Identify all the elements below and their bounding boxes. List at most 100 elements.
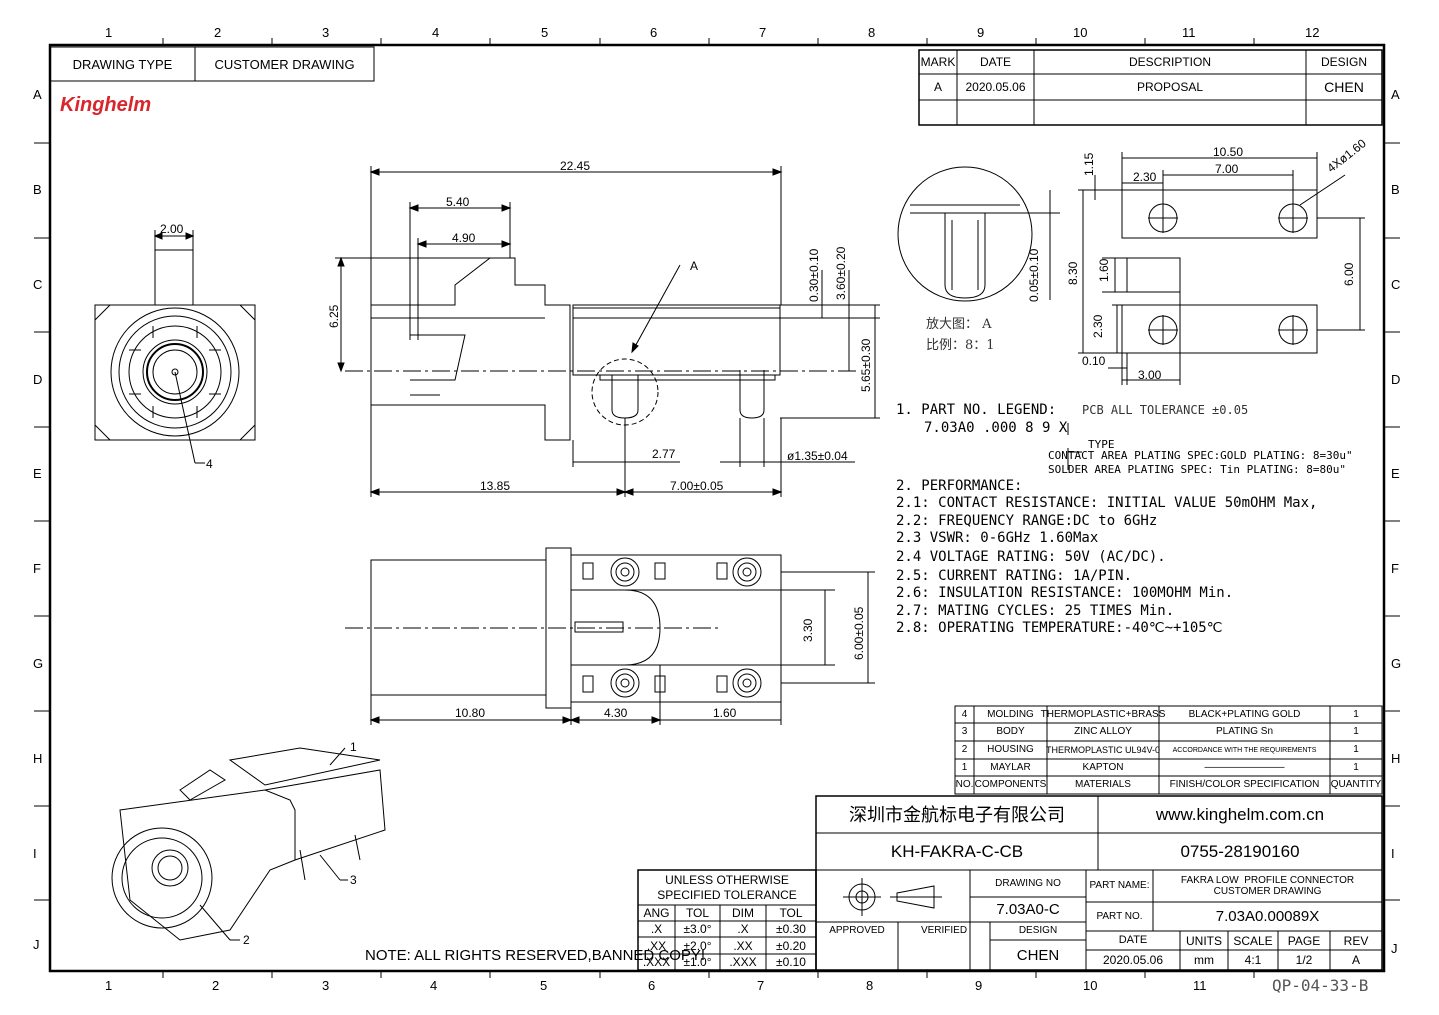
bom-3-material: ZINC ALLOY — [1074, 726, 1132, 737]
grid-col-5: 5 — [541, 25, 549, 40]
grid-col-3: 3 — [322, 25, 330, 40]
grid-col-12: 12 — [1305, 25, 1320, 40]
bom-1-qty: 1 — [1353, 761, 1359, 773]
dim-top-l1: 10.80 — [455, 706, 486, 720]
dim-pcb-h-total: 8.30 — [1066, 261, 1080, 285]
part-name-label: PART NAME: — [1089, 880, 1150, 891]
tol-row-2-angtol: ±2.0° — [683, 938, 712, 953]
iso-callout-1: 1 — [350, 740, 357, 754]
tolerance-title-2: SPECIFIED TOLERANCE — [657, 888, 797, 902]
iso-callout-3: 3 — [350, 873, 357, 887]
rev-row-mark: A — [933, 80, 942, 94]
grid-col-11-bottom: 11 — [1193, 978, 1207, 993]
dim-pcb-left: 2.30 — [1133, 170, 1157, 184]
tol-row-2-dimtol: ±0.20 — [776, 938, 806, 953]
company-name-cn: 深圳市金航标电子有限公司 — [849, 804, 1065, 825]
rev-row-description: PROPOSAL — [1136, 80, 1204, 94]
grid-col-2: 2 — [214, 25, 222, 40]
scale-label: SCALE — [1233, 933, 1273, 948]
grid-row-e: E — [33, 466, 42, 481]
grid-row-b: B — [33, 182, 42, 197]
dim-side-total: 22.45 — [560, 159, 591, 173]
verified-label: VERIFIED — [920, 925, 968, 936]
rev-header-date: DATE — [979, 55, 1012, 69]
part-code: 7.03A0 .000 8 9 X — [924, 420, 1068, 436]
drawing-type-label: DRAWING TYPE — [72, 56, 173, 72]
drawing-no-label: DRAWING NO — [995, 877, 1061, 889]
bom-1-material: KAPTON — [1082, 761, 1124, 773]
dim-pcb-w-inner: 7.00 — [1215, 162, 1239, 176]
rev-header-description: DESCRIPTION — [1128, 55, 1211, 69]
rev-value: A — [1351, 953, 1360, 967]
dim-pcb-h-right: 6.00 — [1342, 262, 1356, 286]
projection-symbol-icon — [816, 870, 970, 922]
tol-row-1-ang: .X — [650, 922, 663, 936]
grid-col-6-bottom: 6 — [648, 978, 656, 993]
solder-plating: SOLDER AREA PLATING SPEC: Tin PLATING: 8… — [1048, 463, 1347, 476]
iso-callout-2: 2 — [243, 933, 250, 947]
detail-caption-1: 放大图： A — [926, 317, 992, 332]
tol-row-1-angtol: ±3.0° — [683, 922, 712, 936]
bom-2-material: THERMOPLASTIC UL94V-0 — [1045, 744, 1161, 755]
grid-col-9: 9 — [977, 25, 985, 40]
perf-2-6: 2.6: INSULATION RESISTANCE: 100MOHM Min. — [896, 585, 1234, 601]
perf-2-7: 2.7: MATING CYCLES: 25 TIMES Min. — [896, 603, 1175, 619]
dim-side-pin: ø1.35±0.04 — [787, 449, 848, 463]
units-value: mm — [1194, 953, 1214, 967]
tol-row-3-dimtol: ±0.10 — [776, 955, 806, 969]
grid-row-c: C — [33, 277, 43, 292]
tolerance-title-1: UNLESS OTHERWISE — [665, 873, 789, 887]
date-label: DATE — [1118, 934, 1148, 946]
approved-label: APPROVED — [829, 925, 885, 936]
date-value: 2020.05.06 — [1102, 953, 1164, 967]
bom-4-qty: 1 — [1353, 708, 1359, 720]
legend-type: TYPE — [1088, 438, 1115, 451]
part-no-value: 7.03A0.00089X — [1215, 908, 1320, 925]
dim-side-c3: 5.65±0.30 — [859, 338, 873, 392]
bom-2-qty: 1 — [1353, 744, 1359, 755]
dim-detail-h: 0.05±0.10 — [1027, 248, 1041, 302]
legend-title: 1. PART NO. LEGEND: — [896, 402, 1057, 418]
grid-col-1: 1 — [105, 25, 113, 40]
tol-row-3-angtol: ±1.0° — [683, 955, 712, 969]
grid-row-i: I — [33, 846, 37, 861]
dim-pcb-w-total: 10.50 — [1213, 145, 1244, 159]
design-value: CHEN — [1016, 946, 1060, 964]
tol-row-3-ang: .XXX — [642, 955, 671, 969]
bom-3-no: 3 — [961, 726, 968, 737]
model-number: KH-FAKRA-C-CB — [890, 842, 1024, 861]
kinghelm-logo: Kinghelm — [60, 94, 152, 116]
grid-col-10-bottom: 10 — [1083, 978, 1098, 993]
document-code: QP-04-33-B — [1272, 976, 1369, 995]
grid-col-7: 7 — [759, 25, 767, 40]
dim-pcb-h1: 1.15 — [1082, 152, 1096, 176]
dim-top-l3: 1.60 — [713, 706, 737, 720]
bom-2-finish: ACCORDANCE WITH THE REQUIREMENTS — [1172, 746, 1317, 754]
grid-col-3-bottom: 3 — [322, 978, 330, 993]
page-value: 1/2 — [1295, 953, 1313, 967]
grid-row-h-right: H — [1391, 751, 1401, 766]
grid-row-a-right: A — [1391, 87, 1400, 102]
tol-header-tol-2: TOL — [779, 906, 803, 920]
bom-1-finish: ———————— — [1204, 761, 1285, 773]
dim-side-c1: 0.30±0.10 — [807, 248, 821, 302]
grid-row-c-right: C — [1391, 277, 1401, 292]
dim-pcb-offset: 0.10 — [1082, 354, 1106, 368]
bom-3-component: BODY — [996, 726, 1025, 737]
dim-side-h: 6.25 — [327, 304, 341, 328]
perf-2-8: 2.8: OPERATING TEMPERATURE:-40℃~+105℃ — [896, 620, 1223, 636]
rights-note: NOTE: ALL RIGHTS RESERVED,BANNED COPY! — [365, 947, 706, 964]
drawing-type-value: CUSTOMER DRAWING — [214, 56, 355, 72]
tol-row-1-dimtol: ±0.30 — [776, 922, 806, 936]
company-website: www.kinghelm.com.cn — [1155, 805, 1325, 824]
bom-4-no: 4 — [961, 708, 968, 720]
part-no-label: PART NO. — [1096, 910, 1143, 922]
dim-side-e1: 13.85 — [480, 479, 511, 493]
grid-row-d: D — [33, 372, 43, 387]
rev-header-mark: MARK — [920, 55, 956, 69]
grid-col-8: 8 — [868, 25, 876, 40]
bom-1-no: 1 — [961, 761, 968, 773]
dim-pcb-h-pad: 1.60 — [1097, 258, 1111, 282]
rev-label: REV — [1343, 933, 1369, 948]
